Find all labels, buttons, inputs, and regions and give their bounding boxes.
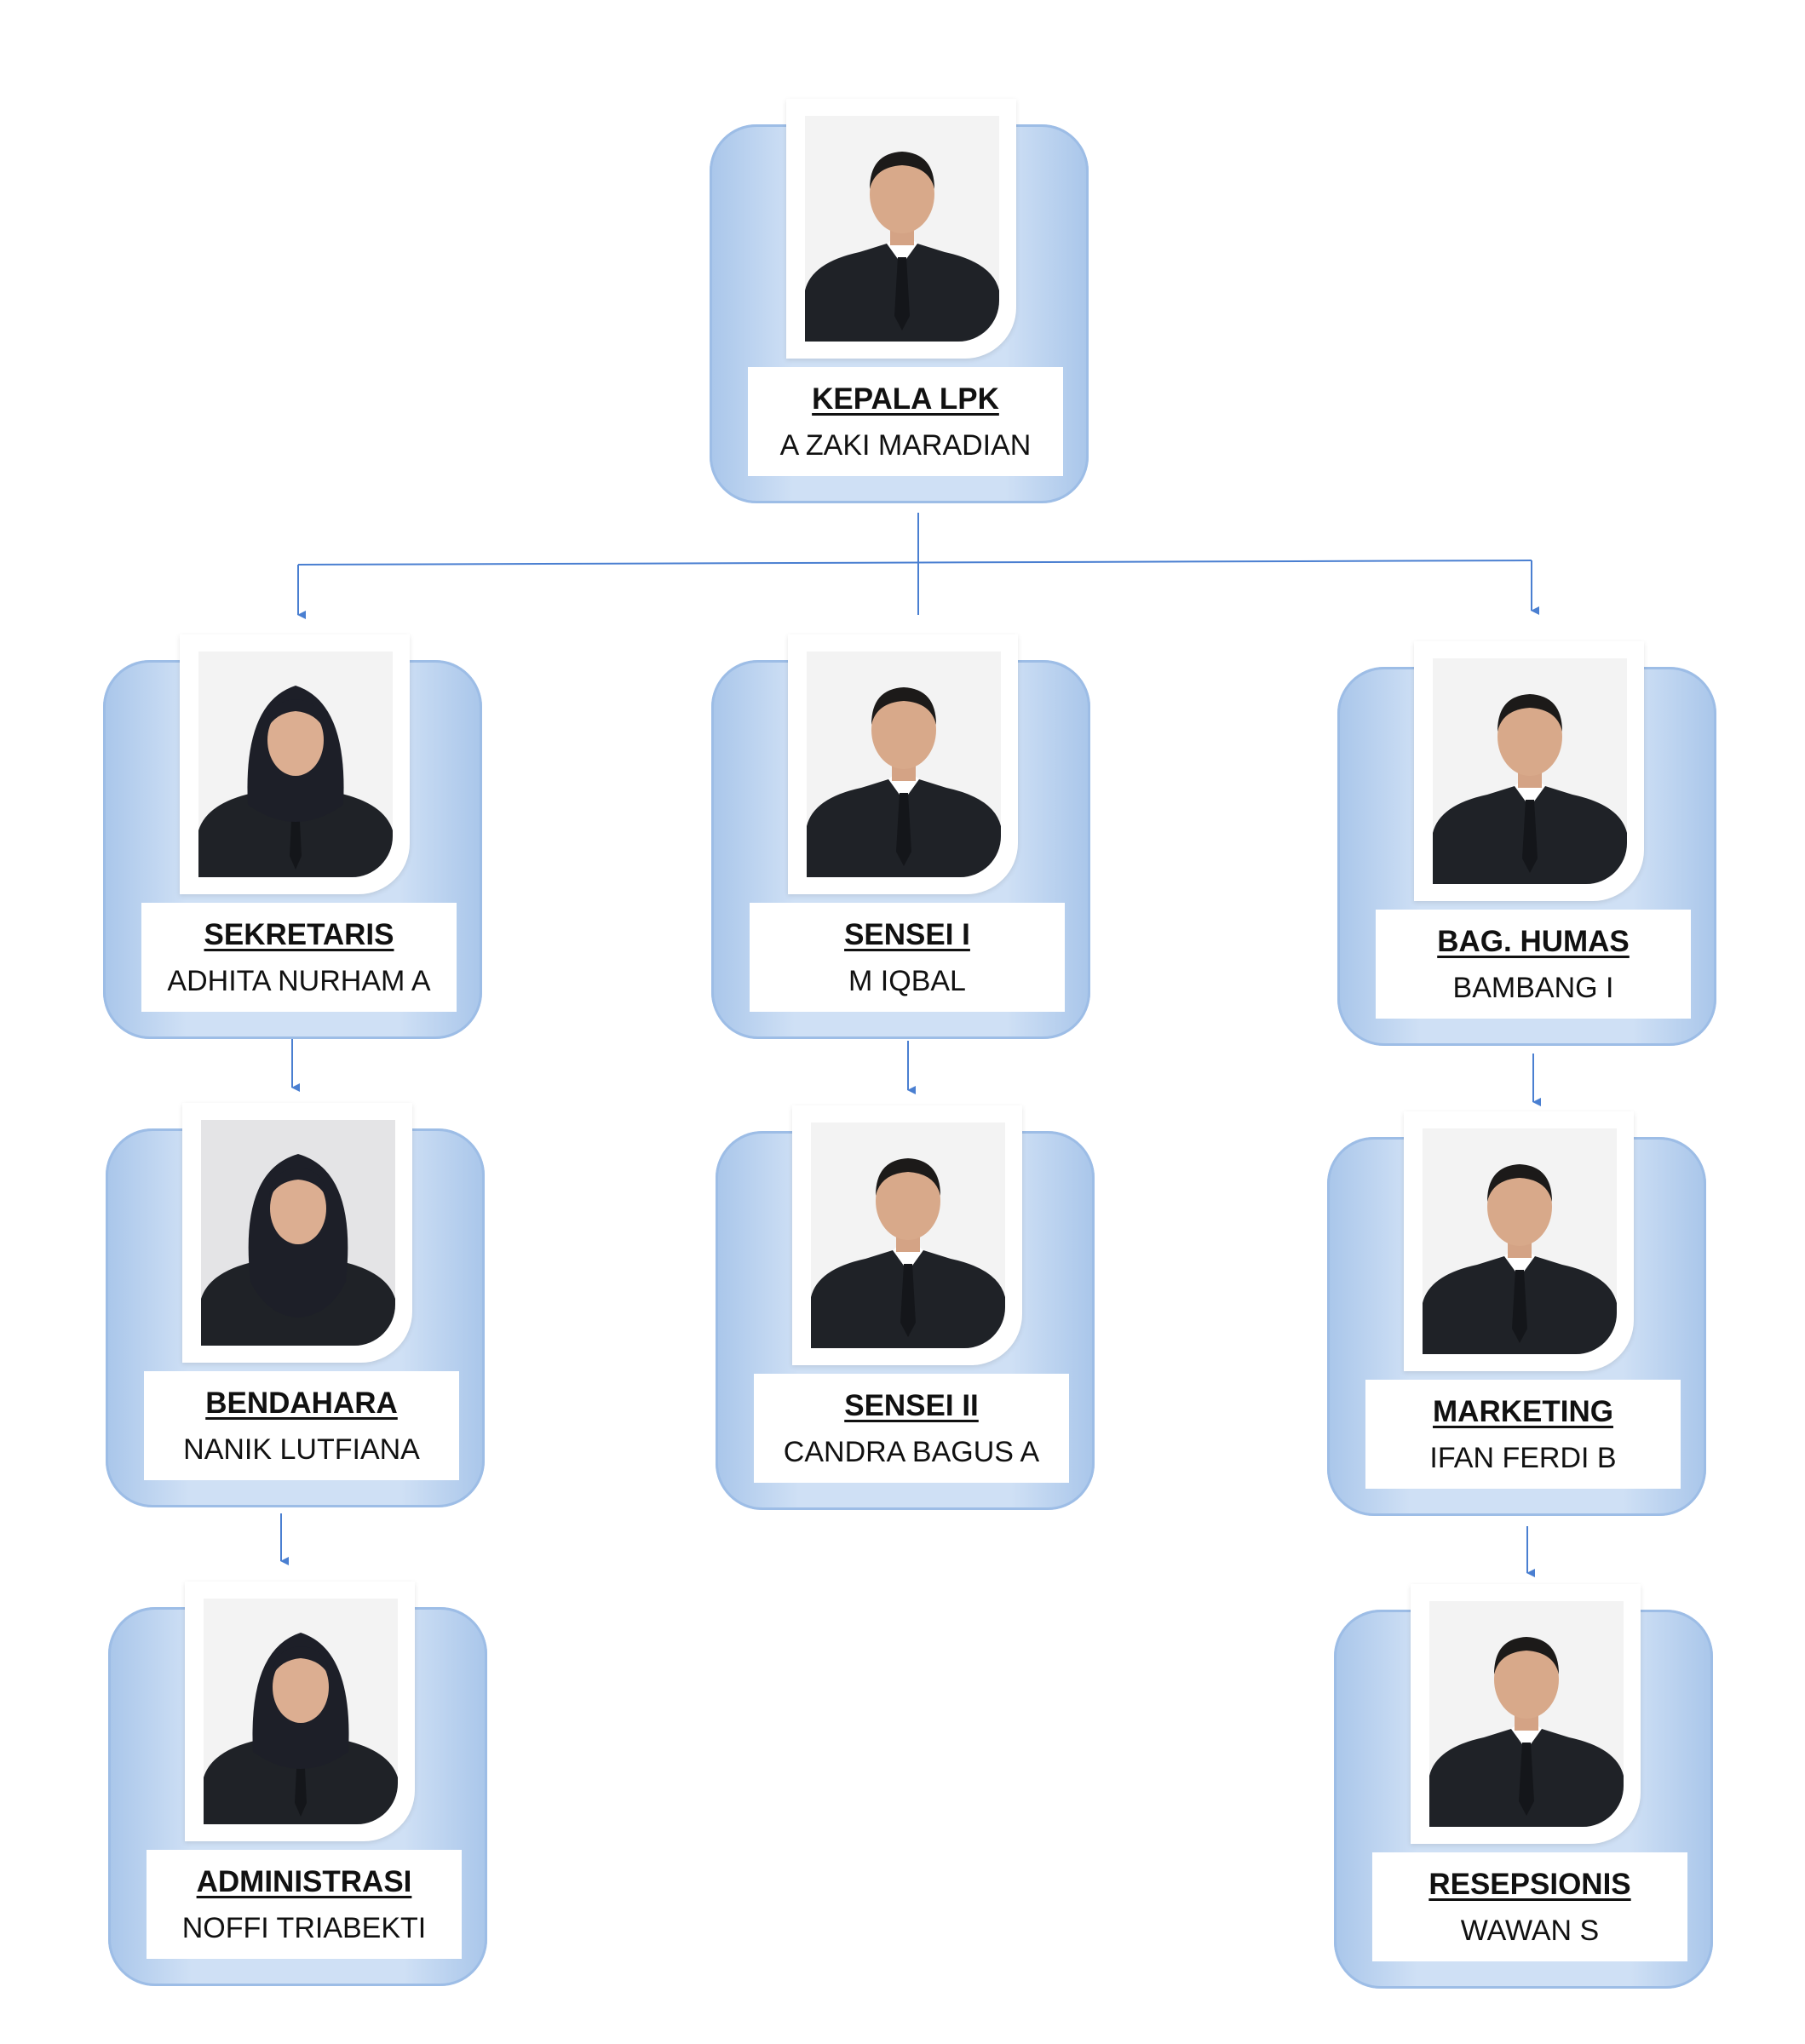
role-title: BAG. HUMAS: [1437, 925, 1630, 958]
photo-frame: [788, 634, 1018, 894]
photo-frame: [1414, 641, 1644, 901]
portrait-sensei-i: [807, 652, 1001, 877]
photo-frame: [792, 1105, 1022, 1365]
photo-frame: [185, 1582, 415, 1841]
role-title: SEKRETARIS: [204, 918, 394, 951]
person-name: NANIK LUTFIANA: [183, 1433, 420, 1466]
label-box: BAG. HUMAS BAMBANG I: [1376, 910, 1691, 1019]
portrait-sensei-ii: [811, 1122, 1005, 1348]
role-title: SENSEI II: [844, 1389, 979, 1422]
photo-man-icon: [1423, 1128, 1617, 1354]
connector-crossbar: [297, 560, 1532, 566]
photo-woman-hijab-icon: [198, 652, 393, 877]
portrait-administrasi: [204, 1599, 398, 1824]
person-name: ADHITA NURHAM A: [167, 965, 431, 997]
portrait-marketing: [1423, 1128, 1617, 1354]
role-title: RESEPSIONIS: [1428, 1868, 1631, 1901]
node-marketing: MARKETING IFAN FERDI B: [1327, 1111, 1706, 1516]
photo-frame: [786, 99, 1016, 359]
photo-man-icon: [807, 652, 1001, 877]
label-box: RESEPSIONIS WAWAN S: [1372, 1852, 1687, 1961]
photo-frame: [180, 634, 410, 894]
node-administrasi: ADMINISTRASI NOFFI TRIABEKTI: [108, 1582, 487, 1986]
label-box: KEPALA LPK A ZAKI MARADIAN: [748, 367, 1063, 476]
photo-frame: [1404, 1111, 1634, 1371]
photo-woman-hijab-icon: [204, 1599, 398, 1824]
node-sensei-i: SENSEI I M IQBAL: [711, 634, 1090, 1039]
label-box: SENSEI II CANDRA BAGUS A: [754, 1374, 1069, 1483]
node-bendahara: BENDAHARA NANIK LUTFIANA: [106, 1103, 485, 1507]
node-resepsionis: RESEPSIONIS WAWAN S: [1334, 1584, 1713, 1989]
photo-frame: [1411, 1584, 1641, 1844]
person-name: NOFFI TRIABEKTI: [181, 1912, 427, 1944]
photo-man-icon: [805, 116, 999, 342]
portrait-bendahara: [201, 1120, 395, 1346]
person-name: IFAN FERDI B: [1429, 1442, 1617, 1474]
label-box: ADMINISTRASI NOFFI TRIABEKTI: [147, 1850, 462, 1959]
photo-man-icon: [1429, 1601, 1624, 1827]
label-box: SENSEI I M IQBAL: [750, 903, 1065, 1012]
photo-man-icon: [811, 1122, 1005, 1348]
role-title: KEPALA LPK: [812, 382, 999, 416]
label-box: MARKETING IFAN FERDI B: [1365, 1380, 1681, 1489]
role-title: BENDAHARA: [205, 1387, 398, 1420]
photo-man-icon: [1433, 658, 1627, 884]
portrait-bag-humas: [1433, 658, 1627, 884]
person-name: A ZAKI MARADIAN: [779, 429, 1032, 462]
photo-frame: [182, 1103, 412, 1363]
role-title: ADMINISTRASI: [196, 1865, 412, 1898]
photo-woman-hijab-icon: [201, 1120, 395, 1346]
node-sensei-ii: SENSEI II CANDRA BAGUS A: [716, 1105, 1095, 1510]
person-name: M IQBAL: [848, 965, 966, 997]
node-sekretaris: SEKRETARIS ADHITA NURHAM A: [103, 634, 482, 1039]
portrait-kepala: [805, 116, 999, 342]
node-bag-humas: BAG. HUMAS BAMBANG I: [1337, 641, 1716, 1046]
portrait-sekretaris: [198, 652, 393, 877]
role-title: SENSEI I: [844, 918, 970, 951]
label-box: SEKRETARIS ADHITA NURHAM A: [141, 903, 457, 1012]
label-box: BENDAHARA NANIK LUTFIANA: [144, 1371, 459, 1480]
role-title: MARKETING: [1433, 1395, 1613, 1428]
person-name: CANDRA BAGUS A: [783, 1436, 1040, 1468]
person-name: BAMBANG I: [1452, 972, 1614, 1004]
portrait-resepsionis: [1429, 1601, 1624, 1827]
node-kepala-lpk: KEPALA LPK A ZAKI MARADIAN: [710, 99, 1089, 503]
person-name: WAWAN S: [1460, 1915, 1600, 1947]
